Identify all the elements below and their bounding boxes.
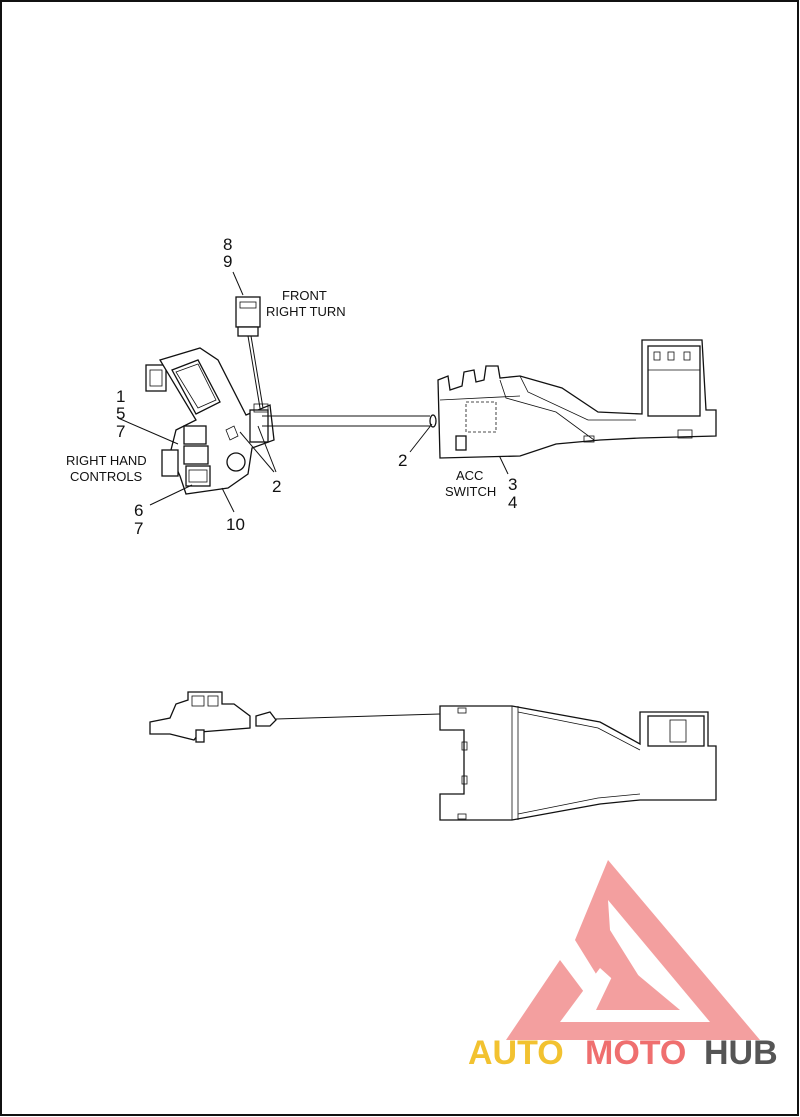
callout-2-right: 2 [398, 451, 407, 470]
leader-2b [409, 423, 433, 453]
callout-5: 5 [116, 404, 125, 423]
callout-2-left: 2 [272, 477, 281, 496]
leader-6-7 [149, 484, 193, 506]
label-controls: CONTROLS [70, 469, 143, 484]
logo-text-moto: MOTO [585, 1034, 686, 1072]
leader-10 [221, 487, 235, 513]
right-hand-controls-housing [145, 347, 275, 495]
automotohub-logo [506, 860, 760, 1040]
callout-7-upper: 7 [116, 422, 125, 441]
logo-text-hub: HUB [704, 1034, 778, 1072]
callout-7-lower: 7 [134, 519, 143, 538]
leader-2a-2 [257, 425, 277, 473]
callout-1: 1 [116, 387, 125, 406]
label-right-turn: RIGHT TURN [266, 304, 346, 319]
leader-1-5-7 [117, 417, 179, 445]
side-view-bracket [439, 705, 717, 821]
logo-text-auto: AUTO [468, 1034, 564, 1072]
side-view-controls [149, 691, 441, 743]
callout-6: 6 [134, 501, 143, 520]
wire-harness-cable [262, 414, 437, 428]
callout-4: 4 [508, 493, 517, 512]
leader-2a-1 [239, 431, 275, 473]
callout-9: 9 [223, 252, 232, 271]
label-right-hand: RIGHT HAND [66, 453, 147, 468]
acc-switch-bracket [437, 339, 717, 459]
callout-3: 3 [508, 475, 517, 494]
leader-8-9 [232, 271, 244, 296]
label-switch: SWITCH [445, 484, 496, 499]
label-front: FRONT [282, 288, 327, 303]
callout-10: 10 [226, 515, 245, 534]
label-acc: ACC [456, 468, 483, 483]
callout-8: 8 [223, 235, 232, 254]
front-right-turn-connector [235, 296, 266, 421]
